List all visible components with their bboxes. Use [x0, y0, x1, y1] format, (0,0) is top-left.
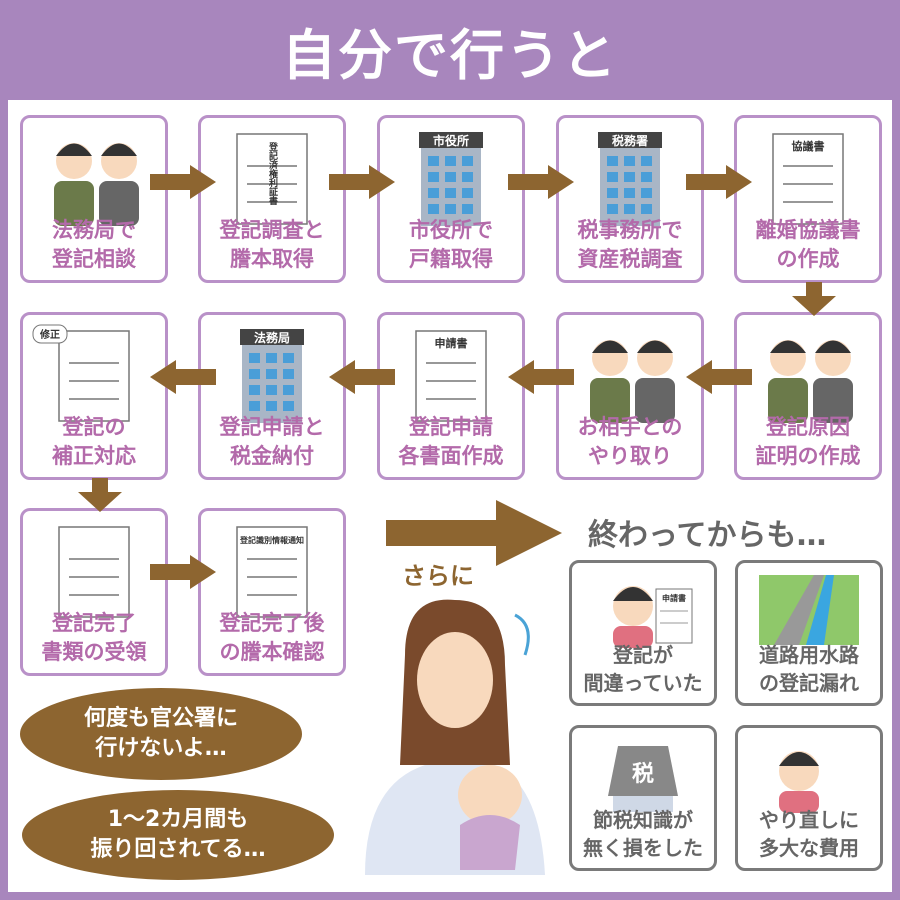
step-label: 登記の 補正対応 — [52, 415, 136, 468]
arrow-icon — [150, 165, 216, 199]
down-arrow-icon — [78, 478, 122, 512]
after-title: 終わってからも… — [588, 518, 827, 553]
consultation-icon — [54, 143, 139, 226]
step-card: 市役所市役所で 戸籍取得 — [377, 115, 525, 283]
step-card: 登記原因 証明の作成 — [734, 312, 882, 480]
application-form-icon: 申請書 — [415, 330, 487, 422]
after-issue-label: やり直しに 多大な費用 — [759, 808, 859, 860]
step-card: 法務局で 登記相談 — [20, 115, 168, 283]
step-card: 申請書登記申請 各書面作成 — [377, 312, 525, 480]
step-label: 離婚協議書 の作成 — [755, 218, 861, 271]
building-sign: 法務局 — [254, 330, 290, 345]
document-title: 申請書 — [662, 593, 686, 603]
after-issue-label: 節税知識が 無く損をした — [583, 808, 703, 860]
correction-icon: 修正 — [32, 324, 130, 422]
arrow-icon — [686, 360, 752, 394]
step-label: 登記完了後 の謄本確認 — [219, 611, 325, 664]
speech-bubble: 1～2カ月間も 振り回されてる… — [22, 790, 334, 880]
document-title: 協議書 — [792, 139, 825, 153]
tax-weight-icon: 税 — [608, 746, 678, 812]
arrow-icon — [150, 360, 216, 394]
arrow-icon — [329, 360, 395, 394]
step-label: お相手との やり取り — [577, 415, 683, 468]
exchange-icon — [590, 340, 675, 423]
step-label: 市役所で 戸籍取得 — [409, 218, 493, 271]
page-title: 自分で行うと — [282, 23, 618, 87]
building-sign: 市役所 — [433, 133, 469, 148]
step-card: 登記済権利証書登記調査と 謄本取得 — [198, 115, 346, 283]
step-label: 登記申請 各書面作成 — [398, 415, 504, 468]
speech-bubble: 何度も官公署に 行けないよ… — [20, 688, 302, 780]
money-loss-icon — [779, 751, 819, 813]
after-issue-label: 道路用水路 の登記漏れ — [759, 643, 859, 695]
after-issue-card: 道路用水路 の登記漏れ — [735, 560, 883, 706]
step-card: お相手との やり取り — [556, 312, 704, 480]
step-card: 法務局登記申請と 税金納付 — [198, 312, 346, 480]
down-arrow-icon — [792, 282, 836, 316]
arrow-icon — [150, 555, 216, 589]
step-label: 税事務所で 資産税調査 — [577, 218, 683, 271]
step-card: 協議書離婚協議書 の作成 — [734, 115, 882, 283]
arrow-icon — [329, 165, 395, 199]
step-label: 登記原因 証明の作成 — [755, 415, 861, 468]
step-card: 修正登記の 補正対応 — [20, 312, 168, 480]
step-label: 登記調査と 謄本取得 — [219, 218, 325, 271]
big-arrow-icon — [386, 500, 562, 566]
tax-office-icon: 税務署 — [598, 132, 662, 226]
correction-tag: 修正 — [39, 328, 60, 341]
step-card: 登記識別情報通知登記完了後 の謄本確認 — [198, 508, 346, 676]
arrow-icon — [686, 165, 752, 199]
document-title: 申請書 — [435, 336, 468, 350]
tax-label: 税 — [632, 761, 654, 787]
waterway-road-icon — [759, 575, 859, 645]
shocked-woman-icon: 申請書 — [613, 586, 693, 648]
receipt-icon — [58, 526, 130, 618]
laptop-work-icon — [768, 340, 853, 423]
after-issue-label: 登記が 間違っていた — [583, 643, 703, 695]
agreement-document-icon: 協議書 — [772, 133, 844, 225]
worried-mother-illustration — [365, 599, 545, 875]
step-label: 法務局で 登記相談 — [52, 218, 136, 271]
after-issue-card: 申請書登記が 間違っていた — [569, 560, 717, 706]
arrow-icon — [508, 360, 574, 394]
city-hall-icon: 市役所 — [419, 132, 483, 226]
notice-document-icon: 登記識別情報通知 — [236, 526, 308, 618]
legal-affairs-bureau-icon: 法務局 — [240, 329, 304, 423]
step-label: 登記完了 書類の受領 — [41, 611, 147, 664]
after-issue-card: 税節税知識が 無く損をした — [569, 725, 717, 871]
step-card: 登記完了 書類の受領 — [20, 508, 168, 676]
step-card: 税務署税事務所で 資産税調査 — [556, 115, 704, 283]
document-title: 登記済権利証書 — [267, 141, 279, 206]
certificate-icon: 登記済権利証書 — [236, 133, 308, 225]
after-issue-card: やり直しに 多大な費用 — [735, 725, 883, 871]
document-title: 登記識別情報通知 — [239, 535, 304, 545]
further-label: さらに — [402, 562, 474, 590]
building-sign: 税務署 — [612, 133, 648, 148]
step-label: 登記申請と 税金納付 — [219, 415, 325, 468]
arrow-icon — [508, 165, 574, 199]
